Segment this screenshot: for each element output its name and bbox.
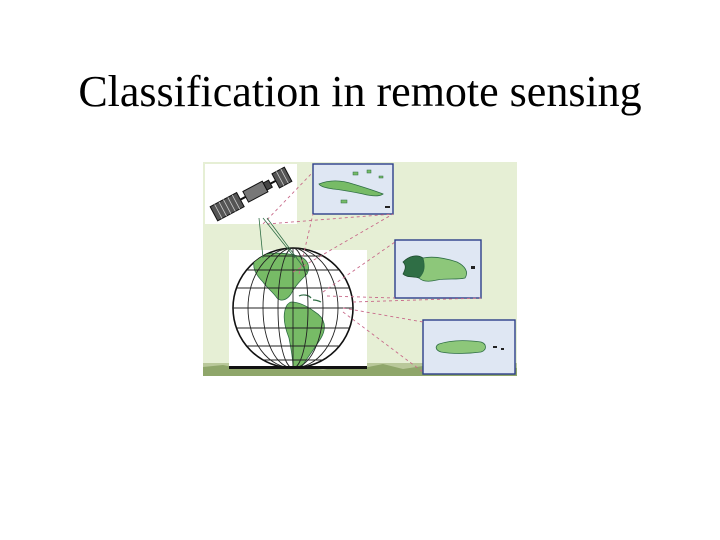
puerto-rico-map [422, 319, 516, 375]
cuba-map [312, 163, 394, 215]
globe-icon [229, 247, 367, 369]
remote-sensing-illustration [203, 162, 517, 376]
sight-lines [262, 171, 482, 373]
slide-title: Classification in remote sensing [78, 67, 642, 116]
satellite-icon [209, 166, 293, 222]
satellite-beams [258, 217, 308, 273]
hispaniola-map [394, 239, 482, 299]
